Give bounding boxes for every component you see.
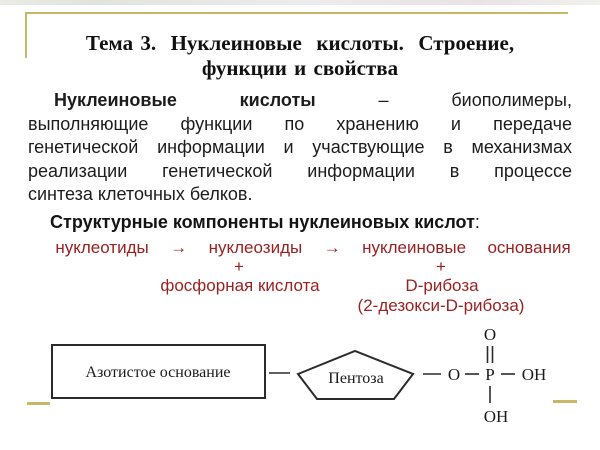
phosphorus-atom: P xyxy=(485,365,494,384)
paragraph-line: синтеза клеточных белков. xyxy=(28,184,253,204)
plus-sign-right: + xyxy=(436,257,446,276)
components-heading-text: Структурные компоненты нуклеиновых кисло… xyxy=(50,212,475,232)
scheme-chain-row: нуклеотиды → нуклеозиды → нуклеиновые ос… xyxy=(55,238,571,257)
deoxyribose-label: (2-дезокси-D-рибоза) xyxy=(357,296,525,315)
nitrogen-base-label: Азотистое основание xyxy=(85,364,230,381)
components-scheme: нуклеотиды → нуклеозиды → нуклеиновые ос… xyxy=(0,238,600,318)
top-oxygen-atom: O xyxy=(484,325,496,344)
definition-lead: Нуклеиновые кислоты xyxy=(54,90,316,110)
title-line-2: функции и свойства xyxy=(201,56,399,80)
pentose-pentagon xyxy=(296,349,415,400)
definition-line1-rest: – биополимеры, xyxy=(378,90,572,110)
nucleotide-structure-diagram: Азотистое основание Пентоза O P OH O OH xyxy=(51,325,547,426)
plus-sign-left: + xyxy=(234,257,244,276)
bottom-left-dash xyxy=(27,402,50,405)
paragraph-line: генетической информации и участвующие в … xyxy=(28,137,572,157)
d-ribose-label: D-рибоза xyxy=(405,276,479,295)
bottom-hydroxyl-group: OH xyxy=(484,407,509,426)
components-heading: Структурные компоненты нуклеиновых кисло… xyxy=(50,212,480,233)
phosphoric-acid-label: фосфорная кислота xyxy=(160,276,320,295)
top-edge-strip xyxy=(0,0,600,5)
right-hydroxyl-group: OH xyxy=(522,365,547,384)
definition-paragraph: Нуклеиновые кислоты – биополимеры, выпол… xyxy=(28,89,572,207)
nitrogen-base-box xyxy=(51,344,266,399)
bridge-oxygen-atom: O xyxy=(448,365,460,384)
bottom-right-dash xyxy=(553,400,577,403)
paragraph-line: Нуклеиновые кислоты – биополимеры, xyxy=(28,89,572,113)
left-border-line xyxy=(25,12,27,58)
paragraph-line: реализации генетической информации в про… xyxy=(28,160,572,181)
paragraph-line: выполняющие функции по хранению и переда… xyxy=(28,113,572,134)
top-border-line xyxy=(25,12,568,14)
slide-title: Тема 3. Нуклеиновые кислоты. Строение, ф… xyxy=(0,31,600,81)
pentose-label: Пентоза xyxy=(328,370,383,387)
components-heading-colon: : xyxy=(474,212,480,232)
title-line-1: Тема 3. Нуклеиновые кислоты. Строение, xyxy=(85,31,515,55)
